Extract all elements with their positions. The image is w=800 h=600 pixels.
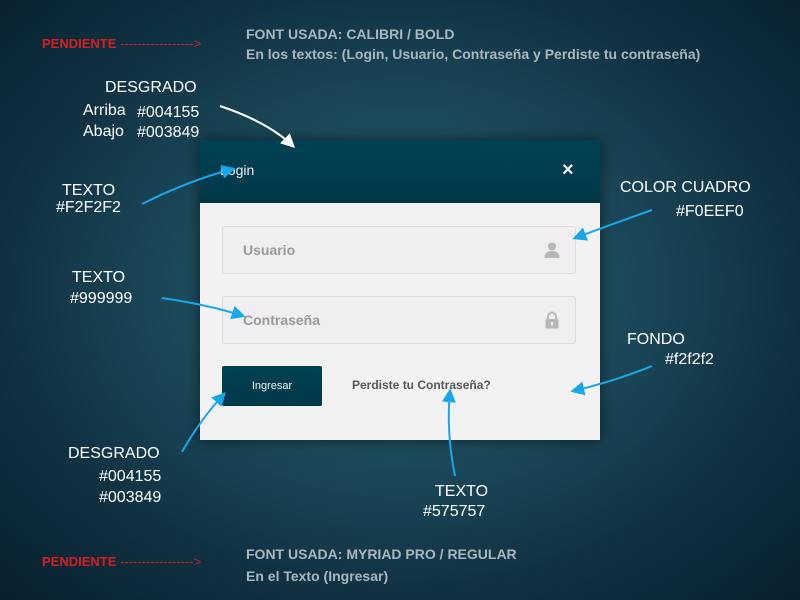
submit-button[interactable]: Ingresar (222, 366, 322, 406)
password-input[interactable] (243, 297, 533, 343)
annotation-link-text-label: TEXTO (435, 483, 489, 500)
username-field[interactable] (222, 226, 576, 274)
annotation-title-text-label: TEXTO (62, 182, 116, 199)
pending-dashes: -----------------> (120, 554, 202, 569)
font-note-top-subtitle: En los textos: (Login, Usuario, Contrase… (246, 46, 701, 62)
login-dialog: Login × Ingresar Perdiste tu Contraseña? (200, 140, 600, 440)
pending-note-top: PENDIENTE -----------------> (42, 36, 201, 51)
annotation-background-label: FONDO (627, 331, 685, 348)
dialog-header: Login × (200, 140, 600, 203)
annotation-field-box-color: #F0EEF0 (676, 203, 744, 220)
font-note-bottom-subtitle: En el Texto (Ingresar) (246, 568, 389, 584)
username-input[interactable] (243, 227, 533, 273)
annotation-header-gradient-top-color: #004155 (137, 104, 200, 121)
annotation-link-text-color: #575757 (423, 503, 486, 520)
pending-label: PENDIENTE (42, 36, 117, 51)
dialog-title: Login (220, 162, 255, 178)
pending-note-bottom: PENDIENTE -----------------> (42, 554, 201, 569)
font-note-top-title: FONT USADA: CALIBRI / BOLD (246, 26, 455, 42)
annotation-header-gradient-top-label: Arriba (83, 102, 126, 119)
annotation-header-gradient-bottom-label: Abajo (83, 123, 124, 140)
annotation-field-box-label: COLOR CUADRO (620, 179, 751, 196)
annotation-header-gradient-bottom-color: #003849 (137, 124, 200, 141)
annotation-button-gradient-top-color: #004155 (99, 468, 162, 485)
annotation-header-gradient-label: DESGRADO (105, 79, 197, 96)
annotation-title-text-color: #F2F2F2 (56, 199, 121, 216)
annotation-button-gradient-bottom-color: #003849 (99, 489, 162, 506)
close-icon[interactable]: × (562, 159, 574, 181)
user-icon (544, 242, 560, 258)
pending-dashes: -----------------> (120, 36, 202, 51)
annotation-background-color: #f2f2f2 (665, 351, 714, 368)
lock-icon (545, 311, 559, 329)
annotation-button-gradient-label: DESGRADO (68, 445, 160, 462)
annotation-placeholder-text-label: TEXTO (72, 269, 126, 286)
pending-label: PENDIENTE (42, 554, 117, 569)
annotation-placeholder-text-color: #999999 (70, 290, 133, 307)
font-note-bottom-title: FONT USADA: MYRIAD PRO / REGULAR (246, 546, 517, 562)
password-field[interactable] (222, 296, 576, 344)
forgot-password-link[interactable]: Perdiste tu Contraseña? (352, 378, 491, 392)
